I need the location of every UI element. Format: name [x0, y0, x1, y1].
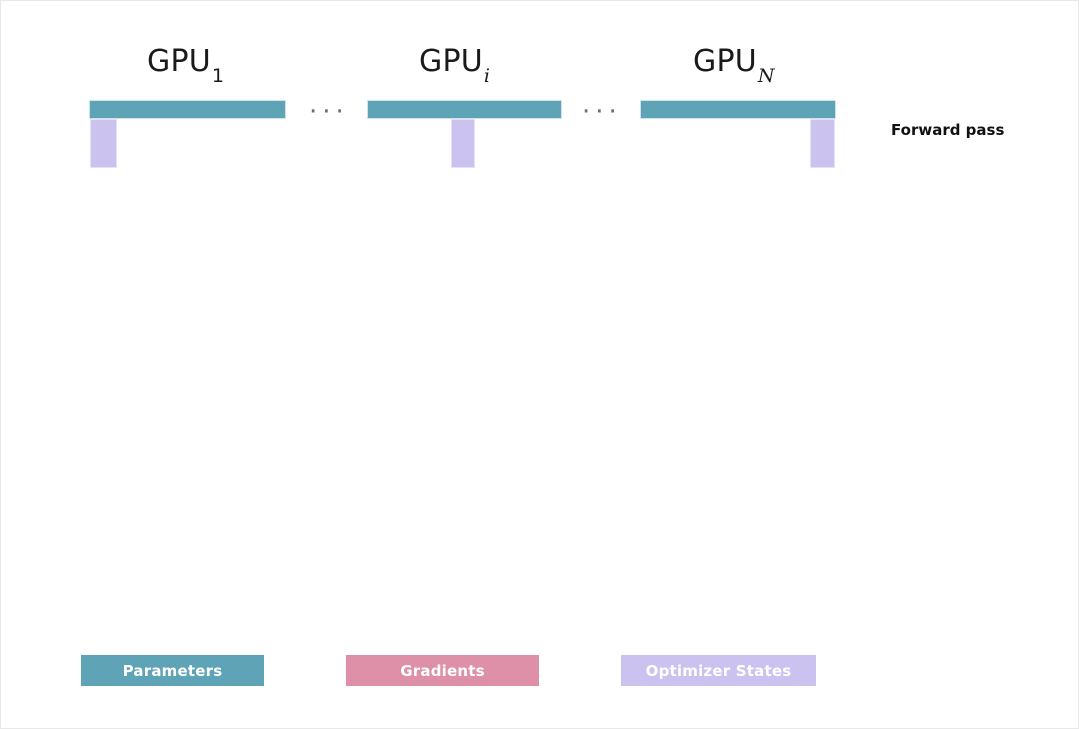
ellipsis-between-gpu-1-and-i: ···	[309, 97, 349, 127]
forward-pass-label: Forward pass	[891, 121, 1005, 139]
gpu-label-n-base: GPU	[693, 44, 757, 79]
legend-item-parameters: Parameters	[81, 655, 264, 686]
legend-item-gradients: Gradients	[346, 655, 539, 686]
gpu-label-1: GPU1	[147, 44, 224, 86]
gpu-label-1-subscript: 1	[211, 65, 225, 87]
gpu-n-optimizer-states-bar	[810, 119, 835, 168]
legend-label-gradients: Gradients	[400, 661, 485, 680]
gpu-label-i-base: GPU	[419, 44, 483, 79]
gpu-label-i-subscript: i	[483, 65, 491, 87]
gpu-label-n: GPUN	[693, 44, 775, 86]
gpu-label-n-subscript: N	[757, 65, 775, 87]
legend-label-optimizer-states: Optimizer States	[645, 661, 792, 680]
gpu-label-1-base: GPU	[147, 44, 211, 79]
gpu-1-optimizer-states-bar	[90, 119, 117, 168]
gpu-1-parameters-bar	[89, 100, 286, 119]
gpu-i-parameters-bar	[367, 100, 562, 119]
gpu-n-parameters-bar	[640, 100, 836, 119]
gpu-i-optimizer-states-bar	[451, 119, 475, 168]
ellipsis-between-gpu-i-and-n: ···	[582, 97, 622, 127]
legend-label-parameters: Parameters	[122, 661, 223, 680]
gpu-label-i: GPUi	[419, 44, 490, 86]
legend-item-optimizer-states: Optimizer States	[621, 655, 816, 686]
